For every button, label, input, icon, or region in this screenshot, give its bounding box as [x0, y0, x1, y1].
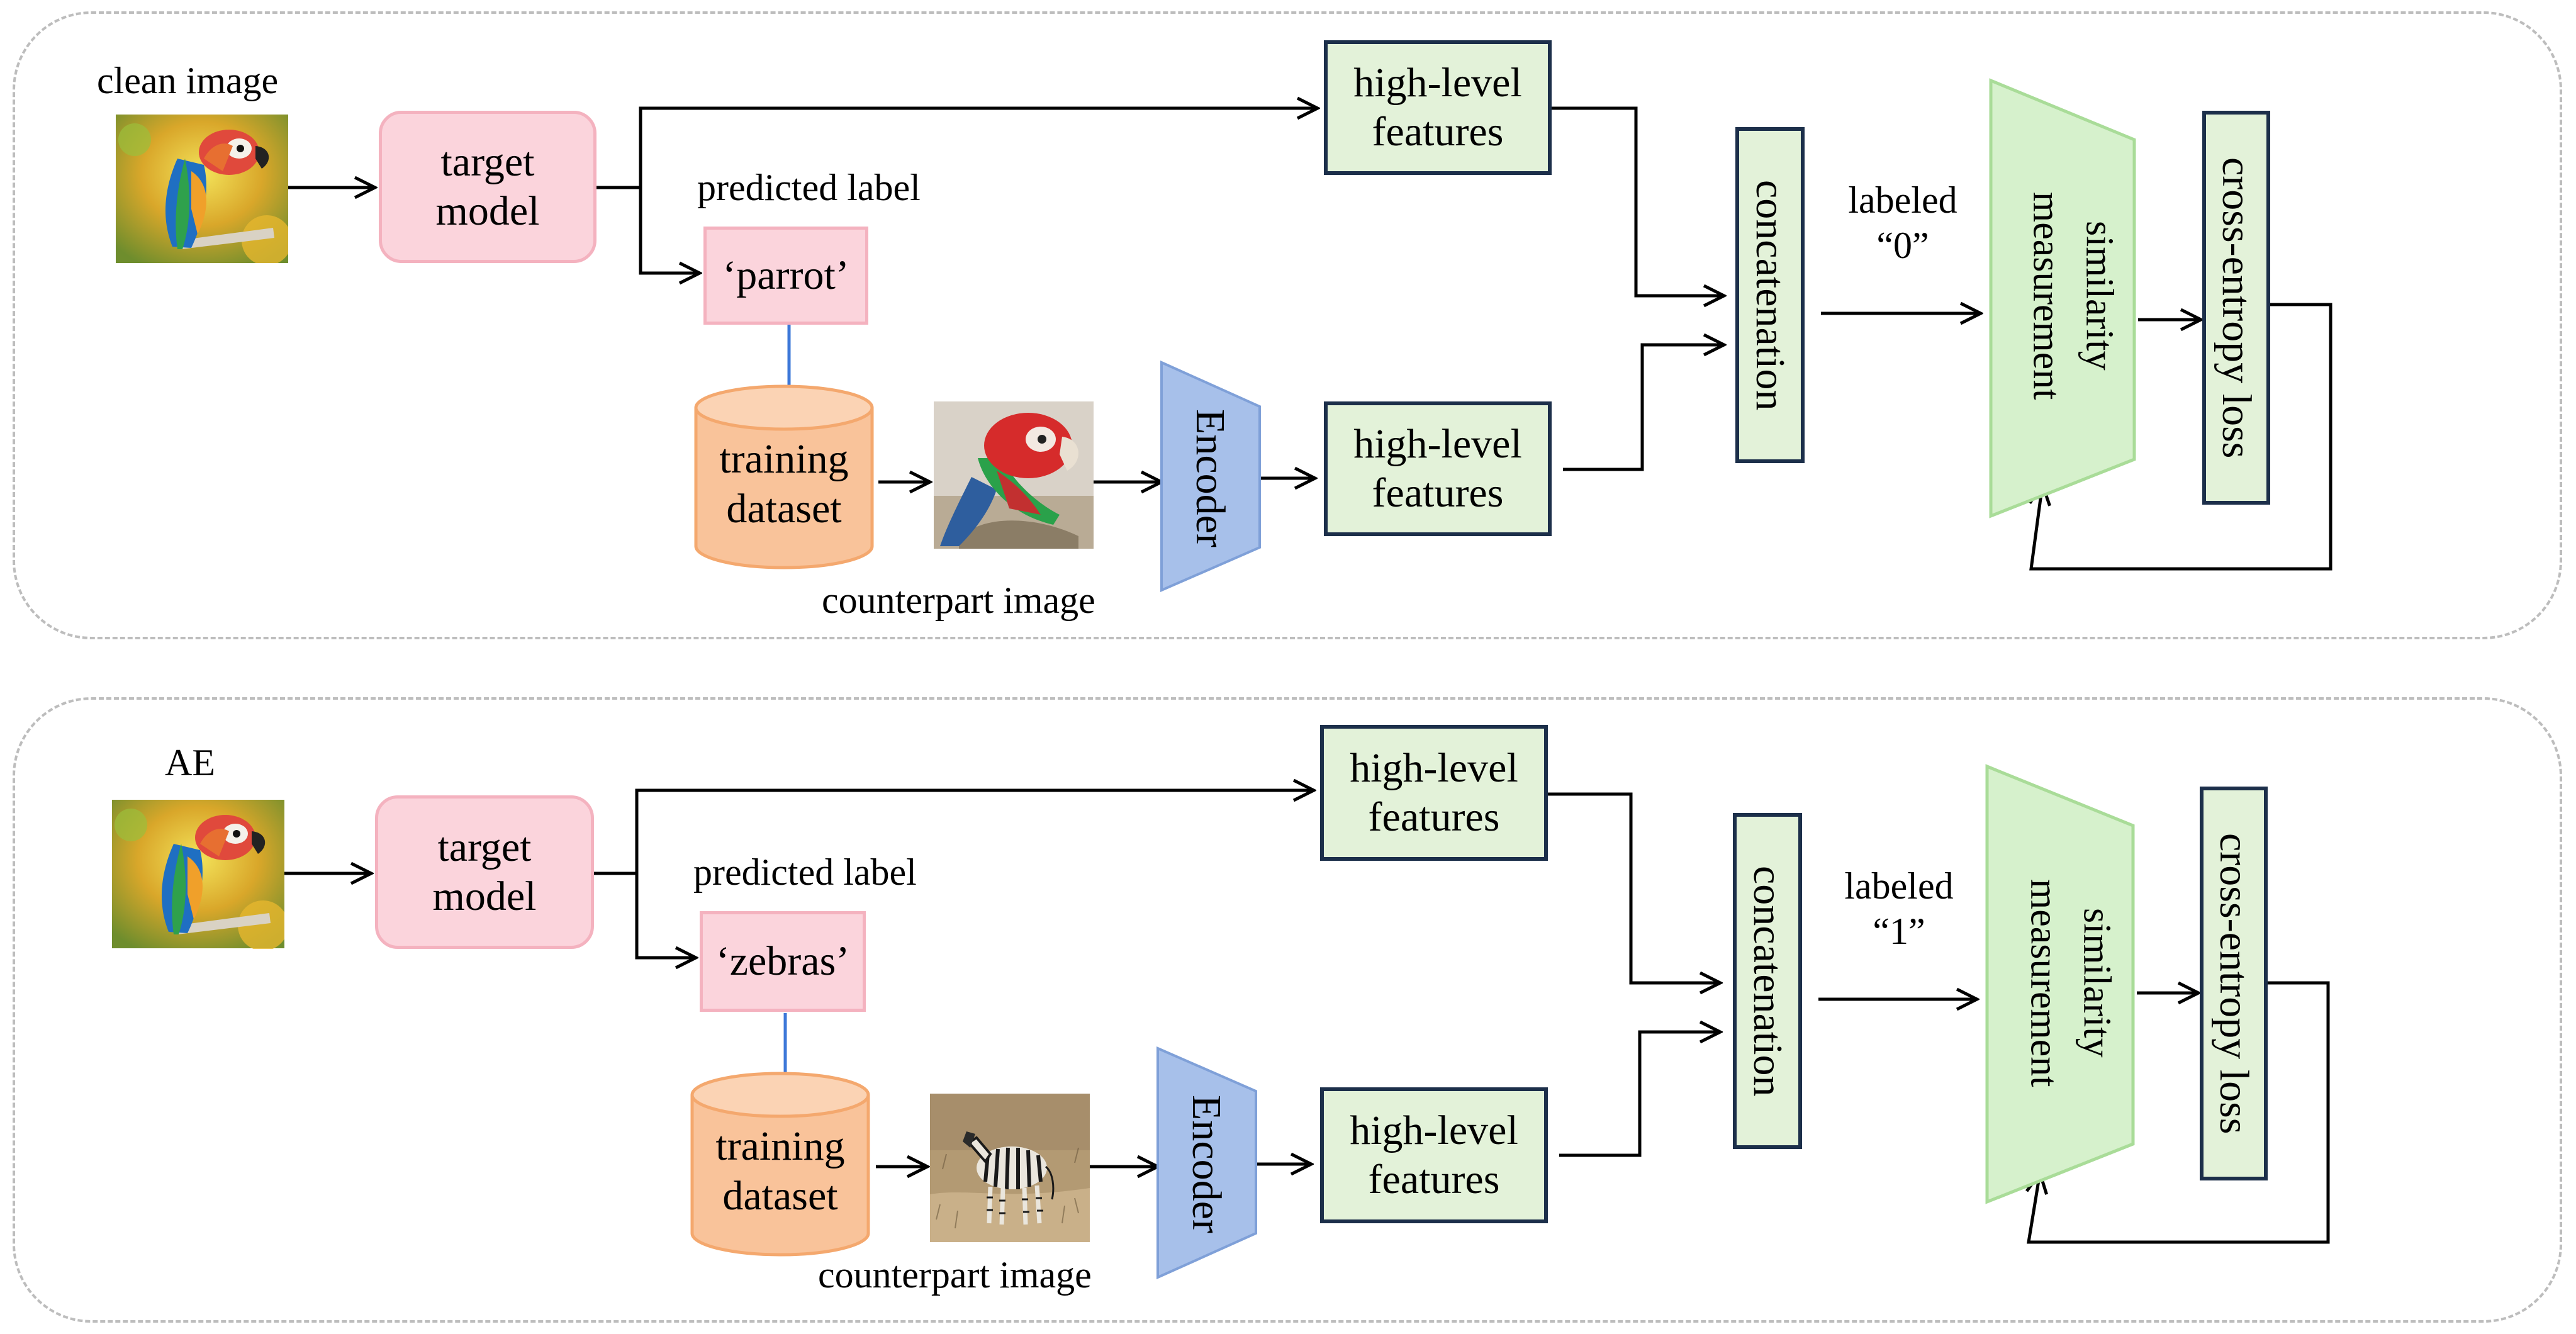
similarity-label: similarity measurement	[2022, 878, 2119, 1087]
training-dataset-cylinder	[690, 1072, 870, 1257]
parrot-photo-icon	[116, 115, 288, 263]
cross-entropy-loss-label: cross-entropy loss	[2210, 832, 2257, 1135]
arrow-topfeat-to-concat	[1548, 792, 1720, 983]
encoder-label: Encoder	[1184, 1095, 1229, 1233]
parrot-photo-icon	[934, 401, 1094, 549]
target-model-label: target model	[435, 139, 540, 234]
arrow-loss-feedback	[2031, 303, 2332, 571]
high-level-features-bottom-label: high-level features	[1350, 1107, 1518, 1202]
concatenation-label: concatenation	[1744, 865, 1791, 1097]
high-level-features-top-label: high-level features	[1350, 745, 1518, 840]
zebra-photo-icon	[930, 1094, 1090, 1242]
arrow-model-to-label	[639, 188, 700, 273]
clean-image-caption: clean image	[97, 60, 279, 101]
target-model-box: target model	[379, 111, 596, 263]
cross-entropy-loss-label: cross-entropy loss	[2213, 157, 2260, 459]
arrow-topfeat-to-concat	[1552, 106, 1724, 296]
concatenation-box: concatenation	[1735, 127, 1805, 463]
counterpart-image-caption: counterpart image	[822, 580, 1095, 621]
cross-entropy-loss-box: cross-entropy loss	[2202, 111, 2270, 505]
predicted-label-box: ‘zebras’	[700, 911, 866, 1012]
predicted-label-value: ‘zebras’	[715, 938, 850, 985]
arrow-botfeat-to-concat	[1559, 1032, 1720, 1157]
target-model-label: target model	[432, 824, 537, 919]
training-dataset-label: training dataset	[715, 1123, 845, 1219]
counterpart-image	[934, 401, 1094, 549]
arrow-model-to-features	[594, 790, 1314, 875]
arrow-loss-feedback	[2029, 981, 2330, 1244]
predicted-label-caption: predicted label	[693, 851, 917, 893]
ae-caption: AE	[165, 742, 215, 783]
parrot-photo-icon	[112, 800, 284, 949]
concatenation-label: concatenation	[1747, 179, 1793, 411]
arrow-botfeat-to-concat	[1563, 345, 1724, 471]
training-dataset-label: training dataset	[719, 436, 849, 532]
predicted-label-box: ‘parrot’	[703, 227, 868, 325]
top-panel	[13, 11, 2562, 639]
labeled-text: labeled “0”	[1848, 179, 1957, 266]
training-dataset-cylinder	[694, 384, 874, 569]
adversarial-example-image	[112, 799, 284, 949]
counterpart-image	[930, 1094, 1090, 1242]
clean-image	[116, 115, 288, 263]
cross-entropy-loss-box: cross-entropy loss	[2200, 787, 2268, 1180]
high-level-features-bottom: high-level features	[1324, 401, 1552, 536]
predicted-label-caption: predicted label	[697, 167, 921, 208]
similarity-label: similarity measurement	[2025, 191, 2121, 400]
counterpart-image-caption: counterpart image	[818, 1254, 1092, 1296]
high-level-features-top-label: high-level features	[1353, 60, 1522, 155]
similarity-shape	[1985, 764, 2135, 1204]
concatenation-box: concatenation	[1733, 813, 1802, 1149]
encoder-shape	[1160, 360, 1261, 593]
predicted-label-value: ‘parrot’	[722, 252, 849, 299]
encoder-shape	[1156, 1046, 1257, 1280]
high-level-features-bottom: high-level features	[1320, 1087, 1548, 1223]
similarity-shape	[1989, 78, 2136, 518]
bottom-panel	[13, 697, 2562, 1323]
high-level-features-top: high-level features	[1320, 725, 1548, 861]
high-level-features-top: high-level features	[1324, 40, 1552, 175]
target-model-box: target model	[375, 795, 594, 949]
arrow-model-to-features	[596, 108, 1318, 189]
arrow-model-to-label	[635, 873, 696, 958]
encoder-label: Encoder	[1187, 409, 1233, 547]
high-level-features-bottom-label: high-level features	[1353, 421, 1522, 516]
labeled-text: labeled “1”	[1844, 865, 1954, 952]
